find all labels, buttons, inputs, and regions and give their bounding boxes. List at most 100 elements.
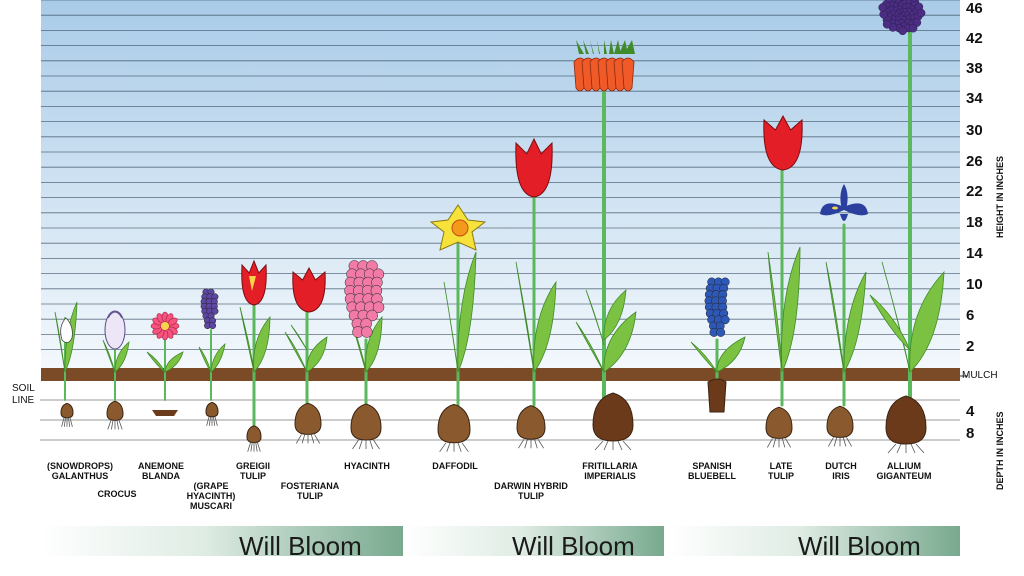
- leaf: [198, 346, 212, 373]
- muscari-floret: [209, 322, 217, 330]
- plant-label: CROCUS: [97, 489, 137, 499]
- leaf: [603, 289, 627, 341]
- fritillaria-crown-leaf: [614, 40, 621, 54]
- fritillaria-crown-leaf: [576, 40, 584, 54]
- sky-background: [41, 0, 960, 368]
- bulb: [106, 400, 124, 421]
- root: [781, 438, 786, 448]
- greigii-flame: [249, 276, 256, 291]
- height-tick-label: 18: [966, 214, 983, 231]
- root: [310, 434, 315, 444]
- root: [915, 443, 925, 454]
- root: [842, 437, 847, 447]
- leaf: [533, 280, 557, 374]
- leaf: [781, 246, 801, 373]
- root: [369, 439, 374, 450]
- leaf: [585, 289, 605, 346]
- leaf: [843, 271, 867, 374]
- depth-tick-label: 8: [966, 425, 975, 442]
- height-tick-label: 42: [966, 30, 983, 47]
- root: [255, 442, 258, 452]
- depth-tick-label: 4: [966, 403, 975, 420]
- anemone-center: [161, 322, 169, 330]
- mulch-band: [41, 368, 960, 381]
- bulb: [246, 425, 262, 444]
- root: [617, 440, 623, 451]
- leaf: [306, 336, 328, 373]
- allium-floret: [884, 0, 893, 3]
- root: [446, 442, 451, 452]
- hyacinth-floret: [366, 309, 378, 322]
- fritillaria-crown-leaf: [609, 40, 614, 54]
- plant-label: DARWIN HYBRID TULIP: [494, 481, 568, 501]
- leaf: [909, 270, 945, 373]
- root: [111, 420, 114, 430]
- iris-fall-center: [840, 214, 848, 221]
- leaf: [457, 251, 477, 373]
- leaf: [239, 306, 255, 373]
- root: [208, 416, 211, 426]
- hyacinth-floret: [361, 326, 373, 338]
- root: [910, 443, 916, 454]
- height-axis-title: HEIGHT IN INCHES: [995, 155, 1005, 238]
- root: [63, 417, 66, 427]
- root: [537, 438, 544, 449]
- bulb: [826, 405, 854, 438]
- leaf: [210, 342, 226, 373]
- bluebell-bulb: [707, 378, 727, 413]
- bloom-band-2: Will Bloom: [404, 526, 664, 556]
- leaf: [443, 281, 459, 373]
- root: [833, 437, 838, 447]
- plant-label: FOSTERIANA TULIP: [280, 481, 340, 501]
- root: [373, 439, 380, 450]
- leaf: [164, 351, 184, 373]
- root: [214, 416, 218, 426]
- height-tick-label: 30: [966, 122, 983, 139]
- root: [461, 442, 469, 453]
- root: [603, 440, 609, 451]
- plant-label: ALLIUM GIGANTEUM: [876, 461, 932, 481]
- plant-label: (GRAPE HYACINTH) MUSCARI: [186, 481, 236, 511]
- bulb: [294, 402, 322, 435]
- allium-floret: [899, 0, 905, 1]
- root: [118, 420, 123, 430]
- plant-label: LATE TULIP: [768, 461, 794, 481]
- height-tick-label: 34: [966, 90, 983, 107]
- leaf: [575, 321, 605, 373]
- root: [772, 438, 777, 448]
- leaf: [603, 311, 637, 373]
- root: [766, 438, 773, 448]
- crocus-flower: [104, 310, 126, 350]
- root: [534, 439, 538, 449]
- height-tick-label: 38: [966, 60, 983, 77]
- bluebell-floret: [720, 315, 730, 325]
- root: [846, 437, 853, 447]
- root: [896, 443, 902, 454]
- root: [107, 420, 112, 430]
- root: [257, 442, 261, 452]
- leaf: [146, 351, 166, 373]
- fritillaria-crown-leaf: [604, 40, 607, 54]
- leaf: [690, 341, 718, 373]
- root: [68, 417, 71, 427]
- bulb: [60, 402, 74, 419]
- height-tick-label: 46: [966, 0, 983, 17]
- leaf: [54, 311, 66, 373]
- plant-label: DUTCH IRIS: [825, 461, 857, 481]
- leaf: [290, 324, 308, 351]
- fritillaria-crown-leaf: [619, 40, 628, 54]
- fritillaria-crown-leaf: [624, 40, 635, 54]
- plant-label: FRITILLARIA IMPERIALIS: [582, 461, 638, 481]
- bulb: [437, 403, 471, 444]
- tulip-flower: [515, 137, 553, 198]
- root: [358, 439, 363, 450]
- iris-yellow-mark: [832, 206, 838, 210]
- root: [827, 437, 834, 447]
- leaf: [767, 251, 783, 373]
- bulb: [350, 403, 382, 441]
- fritillaria-crown-leaf: [583, 40, 589, 54]
- crocus-petal-line: [107, 311, 123, 319]
- iris-fall-left: [820, 203, 844, 216]
- plant-label: DAFFODIL: [432, 461, 478, 471]
- root: [524, 439, 528, 449]
